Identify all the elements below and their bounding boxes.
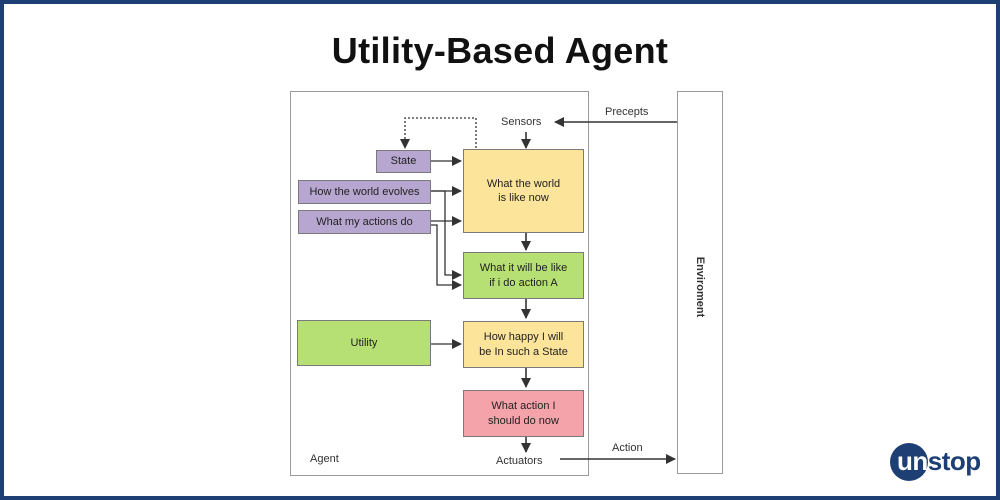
action-label: Action	[612, 442, 643, 454]
agent-label: Agent	[310, 453, 339, 465]
precepts-label: Precepts	[605, 106, 649, 118]
logo-circle	[890, 443, 928, 481]
page-title: Utility-Based Agent	[331, 30, 669, 71]
connector-lines	[400, 117, 677, 464]
state-node: State	[376, 150, 431, 173]
my-actions-node: What my actions do	[298, 210, 431, 234]
state-feedback-loop	[400, 117, 477, 149]
environment-boundary	[677, 91, 723, 474]
will-be-like-node: What it will be like if i do action A	[463, 252, 584, 299]
world-evolves-node: How the world evolves	[298, 180, 431, 204]
actuators-label: Actuators	[496, 455, 543, 467]
my-actions-branch	[431, 224, 462, 290]
world-now-node: What the world is like now	[463, 149, 584, 233]
sensors-label: Sensors	[501, 116, 542, 128]
logo-text: unstop	[897, 446, 981, 476]
frame: Utility-Based Agent Enviroment	[4, 4, 996, 496]
world-evolves-branch	[431, 190, 462, 280]
unstop-logo[interactable]: unstop	[890, 443, 990, 481]
what-action-node: What action I should do now	[463, 390, 584, 437]
how-happy-node: How happy I will be In such a State	[463, 321, 584, 368]
utility-node: Utility	[297, 320, 431, 366]
